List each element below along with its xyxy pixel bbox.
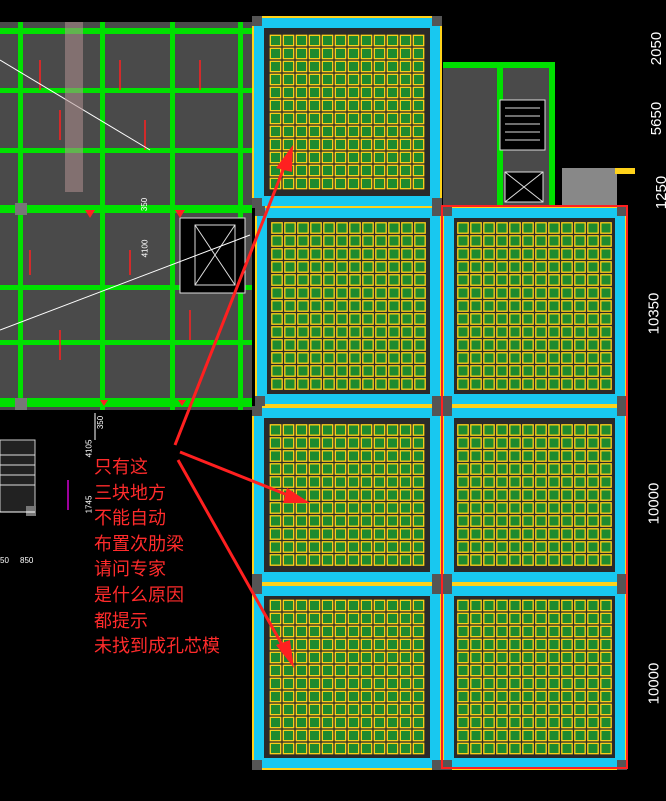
- dimension-label: 5650: [648, 101, 666, 136]
- dimension-label: 350: [96, 415, 106, 430]
- annotation-line: 都提示: [94, 610, 148, 632]
- dimension-label: 350: [140, 197, 150, 212]
- waffle-panel: [252, 406, 442, 584]
- waffle-slab-panels: [252, 16, 627, 770]
- waffle-panel: [252, 584, 442, 770]
- waffle-panel: [442, 206, 627, 406]
- dimension-label: 2050: [648, 31, 666, 66]
- waffle-panel: [442, 584, 627, 770]
- right-block-outline: [441, 205, 628, 769]
- waffle-panel: [442, 406, 627, 584]
- dimension-label: 4100: [140, 239, 150, 258]
- dimension-label: 50: [0, 556, 9, 565]
- annotation-arrows: [173, 145, 310, 668]
- annotation-line: 三块地方: [94, 482, 166, 504]
- dimension-label: 10000: [645, 662, 663, 705]
- dimension-label: 1745: [84, 495, 94, 514]
- annotation-line: 是什么原因: [94, 584, 184, 606]
- annotation-note: 只有这 三块地方 不能自动 布置次肋梁 请问专家 是什么原因 都提示 未找到成孔…: [94, 455, 220, 660]
- dimension-label: 10000: [645, 482, 663, 525]
- dimension-label: 1250: [653, 175, 666, 210]
- dimension-label: 850: [20, 556, 34, 565]
- left-slab-area: [0, 22, 252, 516]
- dimension-marks-left: [0, 413, 96, 513]
- dimension-label: 4105: [84, 439, 94, 458]
- dimension-label: 10350: [645, 292, 663, 335]
- annotation-line: 未找到成孔芯模: [94, 636, 220, 658]
- annotation-line: 不能自动: [94, 508, 166, 530]
- top-right-rooms: [443, 62, 635, 212]
- waffle-panel: [255, 206, 442, 406]
- annotation-line: 布置次肋梁: [94, 533, 184, 555]
- annotation-line: 请问专家: [94, 559, 166, 581]
- annotation-line: 只有这: [94, 457, 148, 478]
- waffle-panel: [252, 16, 442, 208]
